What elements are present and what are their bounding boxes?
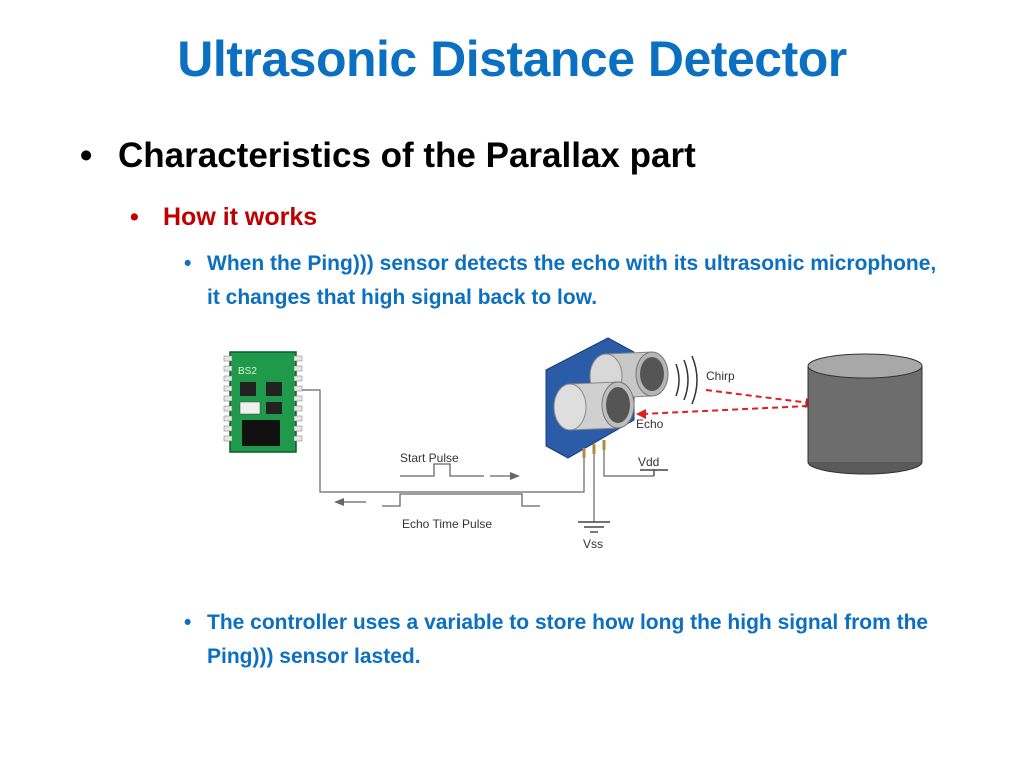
bullet-text: When the Ping))) sensor detects the echo…: [207, 252, 937, 309]
bullet-level1: • Characteristics of the Parallax part: [80, 136, 696, 176]
ping-sensor-diagram: BS2 Start Pulse Echo Time Pulse Vdd Vss: [223, 337, 923, 551]
start-pulse-waveform: [400, 463, 520, 480]
chirp-signal-arrow: [705, 389, 816, 408]
bullet-level3-second: • The controller uses a variable to stor…: [184, 606, 974, 674]
bullet-level3-first: • When the Ping))) sensor detects the ec…: [184, 247, 944, 315]
echo-signal-arrow: [636, 405, 809, 419]
chirp-wave-arcs: [675, 355, 698, 405]
vdd-label: Vdd: [638, 455, 659, 469]
start-pulse-label: Start Pulse: [400, 451, 459, 465]
vss-ground-symbol: [578, 521, 610, 533]
bullet-dot: •: [130, 203, 139, 231]
vss-label: Vss: [583, 537, 603, 551]
vdd-symbol: [640, 469, 668, 476]
bullet-level2: • How it works: [130, 203, 317, 232]
echo-label: Echo: [636, 417, 664, 431]
bs2-board: BS2: [223, 351, 303, 453]
bullet-text: Characteristics of the Parallax part: [118, 136, 696, 175]
bullet-dot: •: [184, 252, 192, 275]
slide-title: Ultrasonic Distance Detector: [177, 31, 847, 87]
ping-sensor: [545, 337, 669, 459]
bullet-text: How it works: [163, 203, 318, 231]
echo-time-pulse-label: Echo Time Pulse: [402, 517, 492, 531]
target-cylinder: [807, 353, 923, 475]
bullet-dot: •: [80, 136, 93, 175]
bullet-text: The controller uses a variable to store …: [207, 611, 929, 668]
echo-time-pulse-waveform: [334, 493, 540, 507]
bs2-label: BS2: [238, 366, 257, 377]
chirp-label: Chirp: [706, 369, 735, 383]
bullet-dot: •: [184, 611, 192, 634]
